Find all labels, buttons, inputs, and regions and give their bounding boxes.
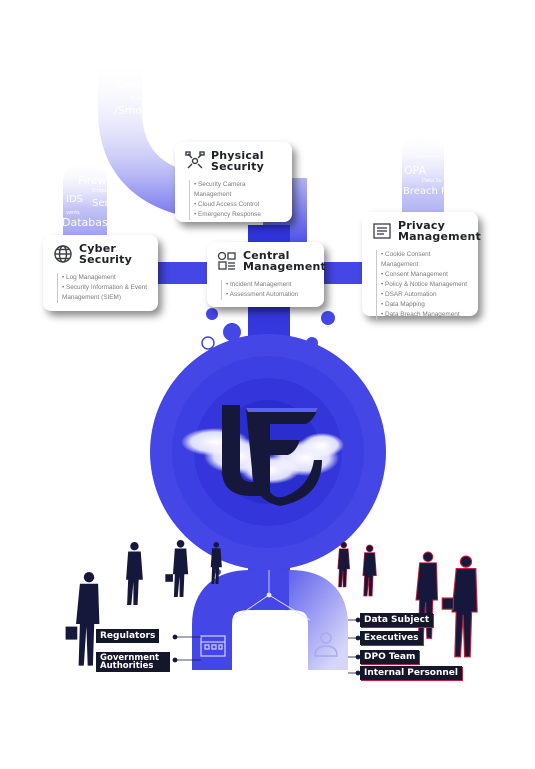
card-item-list: Log Management Security Information & Ev… [57, 273, 148, 303]
card-item-list: Cookie Consent Management Consent Manage… [376, 250, 468, 320]
bubble [206, 308, 218, 320]
card-item-list: Incident Management Assessment Automatio… [221, 280, 314, 300]
card-central-management[interactable]: Central Management Incident Management A… [207, 242, 326, 307]
bg-word: Endpo [92, 188, 108, 194]
label-internal-personnel: Internal Personnel [360, 666, 462, 680]
card-title-line1: Central [243, 249, 290, 262]
building-icon [200, 635, 226, 657]
label-data-subject: Data Subject [360, 613, 434, 627]
uf-shield-logo [222, 405, 322, 506]
list-item: Security Camera Management [194, 180, 282, 200]
card-title-line1: Privacy [398, 219, 445, 232]
bg-word: IDS [66, 194, 83, 205]
globe-icon [54, 245, 72, 263]
label-dpo-team: DPO Team [360, 650, 420, 664]
bg-word: Firew [78, 174, 107, 187]
card-title-line1: Physical [211, 149, 264, 162]
bg-word: Databases [62, 216, 121, 229]
card-header: Privacy Management [372, 220, 481, 242]
card-header: Cyber Security [53, 243, 148, 265]
bubble [223, 323, 241, 341]
bg-word: Access Co [130, 96, 156, 102]
leg-connectors [231, 570, 311, 621]
list-item: Cookie Consent Management [381, 250, 468, 270]
bg-word: In [152, 124, 161, 134]
list-item: Cloud Access Control [194, 200, 282, 210]
bg-word: OPA [404, 164, 427, 177]
camera-network-icon [185, 151, 205, 169]
list-item: Assessment Automation [226, 290, 314, 300]
list-item: Security Information & Event Management … [62, 283, 148, 303]
label-regulators: Regulators [96, 629, 160, 643]
card-header: Central Management [217, 250, 326, 272]
people-silhouettes-right [337, 541, 478, 658]
list-item: Incident Management [226, 280, 314, 290]
label-executives: Executives [360, 631, 423, 645]
bubble [321, 311, 335, 325]
card-title-line2: Security [79, 253, 132, 266]
list-item: DSAR Automation [381, 290, 468, 300]
card-title-line2: Security [211, 160, 264, 173]
card-physical-security[interactable]: Physical Security Security Camera Manage… [175, 142, 292, 222]
bg-word: /Smoke [114, 104, 155, 117]
bg-word: Ser [92, 198, 109, 209]
card-header: Physical Security [185, 150, 282, 172]
list-item: Log Management [62, 273, 148, 283]
card-item-list: Security Camera Management Cloud Access … [189, 180, 282, 220]
list-item: Consent Management [381, 270, 468, 280]
list-item: Emergency Response [194, 210, 282, 220]
person-icon [314, 632, 338, 657]
label-government-authorities: Government Authorities [96, 652, 170, 672]
card-privacy-management[interactable]: Privacy Management Cookie Consent Manage… [362, 212, 481, 320]
bubble [201, 336, 215, 350]
list-item: Data Mapping [381, 300, 468, 310]
card-title-line2: Management [398, 230, 481, 243]
card-cyber-security[interactable]: Cyber Security Log Management Security I… [43, 235, 158, 311]
people-silhouettes-left [65, 540, 222, 666]
list-item: Policy & Notice Management [381, 280, 468, 290]
list-item: Data Breach Management [381, 310, 468, 320]
card-title-line2: Management [243, 260, 326, 273]
bg-word: vents [66, 210, 80, 216]
card-title-line1: Cyber [79, 242, 117, 255]
bg-word: ed Priva [403, 140, 444, 151]
bg-word: Breach R [403, 186, 448, 197]
bg-word: Cameras [116, 78, 165, 91]
document-list-icon [373, 223, 391, 239]
dashboard-icon [217, 251, 236, 270]
bg-word: Governan [416, 154, 441, 160]
bg-word: Data Su [422, 178, 442, 184]
